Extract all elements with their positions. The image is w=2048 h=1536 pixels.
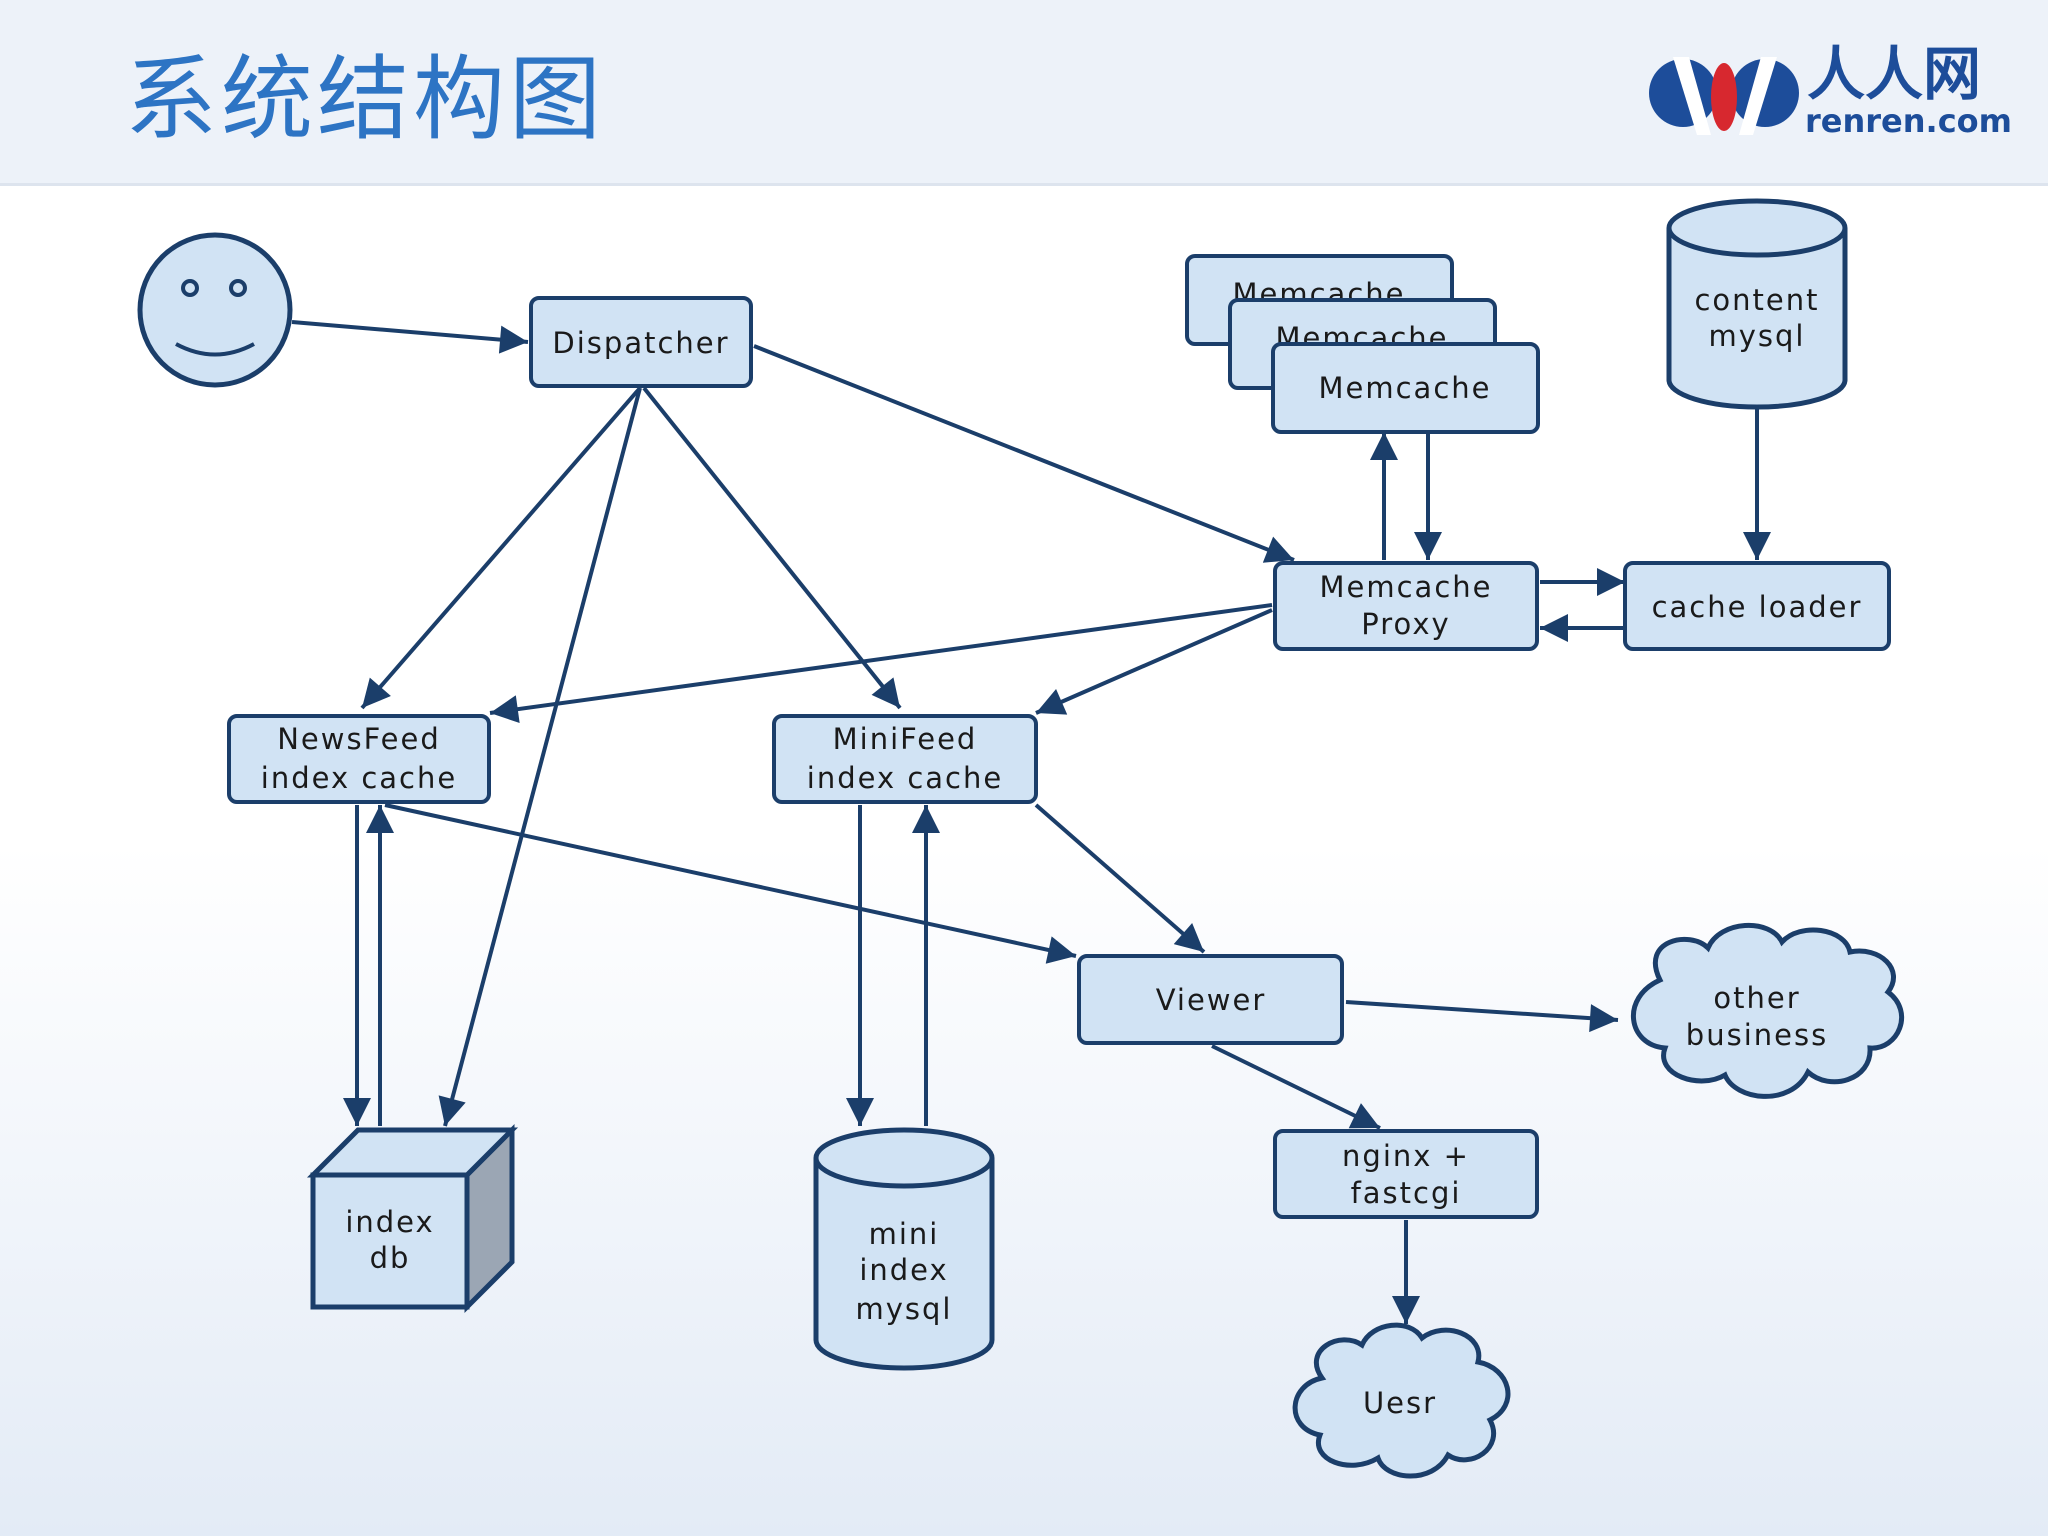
mini-index-mysql-label-2: index: [859, 1253, 948, 1287]
minifeed-index-cache-node: MiniFeed index cache: [772, 714, 1038, 804]
edge-dispatcher-to-index-db: [438, 387, 642, 1127]
edge-dispatcher-to-newsfeed: [360, 386, 642, 710]
edges: [291, 320, 1771, 1324]
memcache-stack: Memcache Memcache Memcache: [1185, 254, 1540, 434]
other-business-label-1: other: [1713, 981, 1800, 1015]
newsfeed-label-1: NewsFeed: [277, 722, 441, 756]
edge-dispatcher-to-minifeed: [642, 386, 902, 710]
viewer-node: Viewer: [1077, 954, 1344, 1045]
content-mysql-label-2: mysql: [1709, 319, 1806, 353]
user-cloud: Uesr: [1292, 1322, 1511, 1479]
newsfeed-index-cache-node: NewsFeed index cache: [227, 714, 491, 804]
logo-english-text: renren.com: [1805, 102, 2012, 140]
nginx-fastcgi-node: nginx + fastcgi: [1273, 1129, 1539, 1219]
index-db-label-2: db: [370, 1241, 411, 1275]
renren-logo-icon: [1649, 57, 1799, 135]
slide-title: 系统结构图: [125, 46, 606, 153]
edge-viewer-to-nginx: [1211, 1044, 1381, 1130]
nginx-fastcgi-label-2: fastcgi: [1351, 1176, 1462, 1210]
other-business-label-2: business: [1686, 1018, 1828, 1052]
minifeed-label-2: index cache: [807, 761, 1003, 795]
memcache-proxy-label-2: Proxy: [1361, 607, 1450, 641]
viewer-label: Viewer: [1156, 983, 1267, 1017]
dispatcher-label: Dispatcher: [552, 326, 729, 360]
edge-user-to-dispatcher: [291, 320, 529, 354]
memcache-proxy-label-1: Memcache: [1320, 570, 1493, 604]
edge-minifeed-to-viewer: [1034, 803, 1206, 954]
memcache-label-front: Memcache: [1319, 371, 1492, 405]
mini-index-mysql-label-3: mysql: [856, 1292, 953, 1326]
cache-loader-node: cache loader: [1623, 561, 1891, 651]
newsfeed-label-2: index cache: [261, 761, 457, 795]
mini-index-mysql-label-1: mini: [869, 1217, 940, 1251]
content-mysql-node: content mysql: [1666, 198, 1848, 410]
slide-header: 系统结构图 人人网 renren.com: [0, 0, 2048, 186]
dispatcher-node: Dispatcher: [529, 296, 753, 388]
index-db-label-1: index: [345, 1205, 434, 1239]
cache-loader-label: cache loader: [1652, 590, 1863, 624]
memcache-proxy-node: Memcache Proxy: [1273, 561, 1539, 651]
minifeed-label-1: MiniFeed: [833, 722, 978, 756]
other-business-cloud: other business: [1631, 922, 1905, 1099]
edge-newsfeed-to-viewer: [384, 803, 1077, 964]
renren-logo: 人人网 renren.com: [1645, 40, 2012, 145]
nginx-fastcgi-label-1: nginx +: [1342, 1139, 1470, 1173]
user-smiley-icon: [137, 232, 293, 388]
edge-proxy-to-newsfeed: [489, 603, 1273, 724]
edge-proxy-to-minifeed: [1035, 608, 1273, 715]
edge-viewer-to-other-business: [1345, 1000, 1619, 1033]
logo-chinese-text: 人人网: [1807, 40, 1982, 108]
content-mysql-label-1: content: [1694, 283, 1819, 317]
index-db-node: index db: [306, 1123, 519, 1314]
edge-dispatcher-to-memcache-proxy: [753, 344, 1295, 563]
mini-index-mysql-node: mini index mysql: [813, 1127, 995, 1371]
user-cloud-label: Uesr: [1363, 1386, 1437, 1420]
